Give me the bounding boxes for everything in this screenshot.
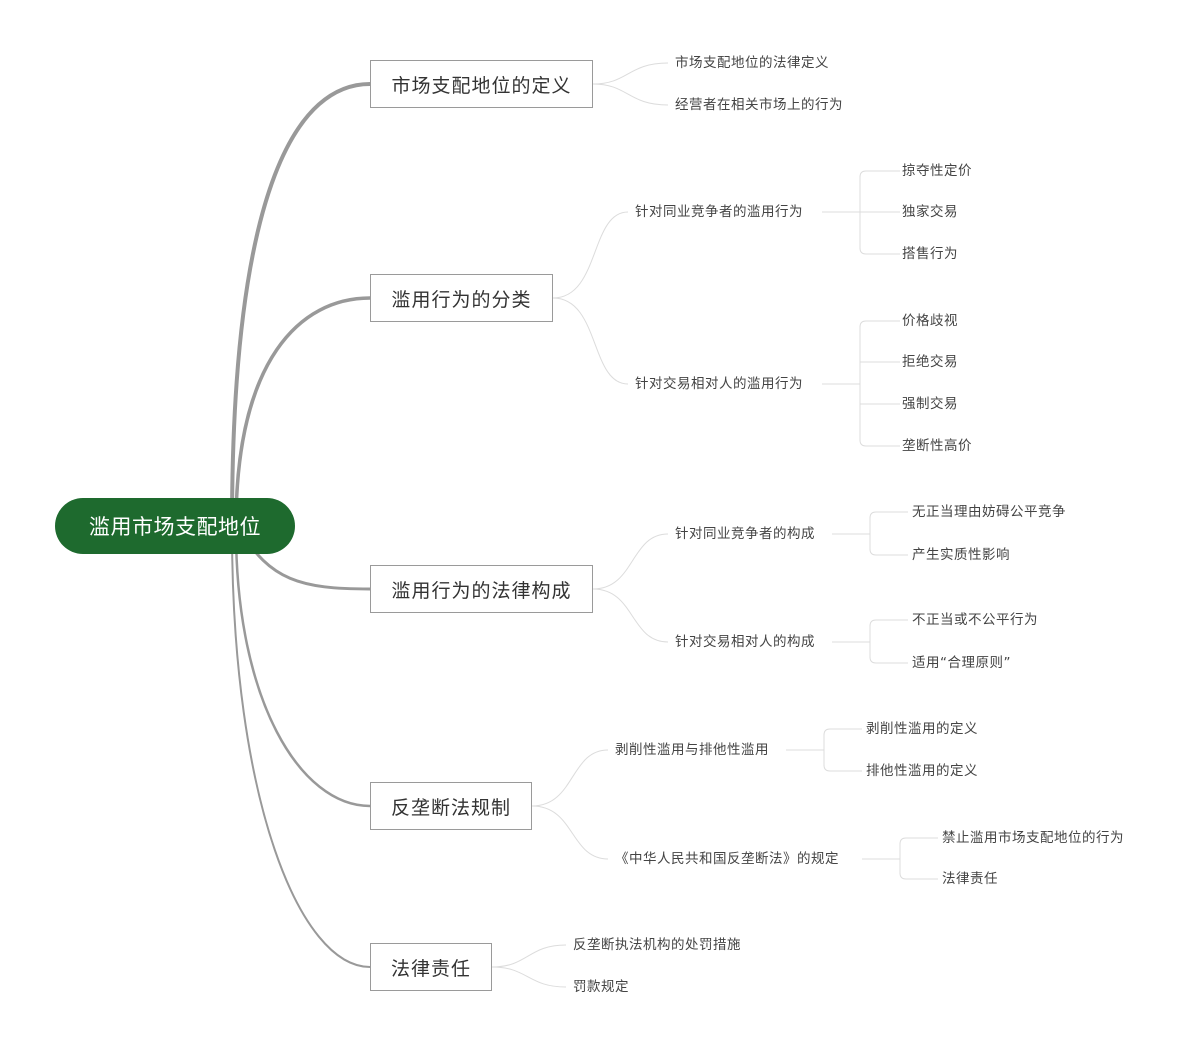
leaf-prohibited-conduct[interactable]: 禁止滥用市场支配地位的行为 [942,830,1124,846]
leaf-monopoly-high-price[interactable]: 垄断性高价 [902,438,972,454]
topic-antimonopoly-law-provisions[interactable]: 《中华人民共和国反垄断法》的规定 [615,851,839,867]
topic-abuse-vs-counterparties[interactable]: 针对交易相对人的滥用行为 [635,376,803,392]
branch-node-antimonopoly-regulation[interactable]: 反垄断法规制 [370,782,532,830]
topic-fine-provisions[interactable]: 罚款规定 [573,979,629,995]
topic-legal-definition[interactable]: 市场支配地位的法律定义 [675,55,829,71]
connector-b4-c0 [491,944,567,968]
bracket-b2-c0 [869,511,908,556]
bracket-b1-c1 [859,320,900,447]
bracket-b3-c0 [823,728,862,772]
branch-node-legal-liability[interactable]: 法律责任 [370,943,492,991]
branch-node-market-dominance-definition[interactable]: 市场支配地位的定义 [370,60,593,108]
connector-b3-c1 [531,805,609,860]
branch-node-abuse-classification[interactable]: 滥用行为的分类 [370,274,553,322]
bracket-b2-c1 [869,619,908,664]
leaf-exclusive-dealing[interactable]: 独家交易 [902,204,958,220]
leaf-unjustified-hindrance[interactable]: 无正当理由妨碍公平竞争 [912,504,1066,520]
topic-constitution-competitors[interactable]: 针对同业竞争者的构成 [675,526,815,542]
leaf-legal-liability[interactable]: 法律责任 [942,871,998,887]
branch-node-legal-constitution[interactable]: 滥用行为的法律构成 [370,565,593,613]
connector-b0-c1 [592,83,669,106]
connector-b1-c1 [552,297,629,385]
topic-operator-market-behavior[interactable]: 经营者在相关市场上的行为 [675,97,843,113]
bracket-b1-c0 [859,170,900,255]
leaf-refusal-to-deal[interactable]: 拒绝交易 [902,354,958,370]
leaf-exclusionary-definition[interactable]: 排他性滥用的定义 [866,763,978,779]
leaf-predatory-pricing[interactable]: 掠夺性定价 [902,163,972,179]
leaf-rule-of-reason[interactable]: 适用“合理原则” [912,655,1011,671]
connector-b0-c0 [592,62,669,85]
connector-b2-c0 [592,533,669,590]
topic-enforcement-penalties[interactable]: 反垄断执法机构的处罚措施 [573,937,741,953]
leaf-price-discrimination[interactable]: 价格歧视 [902,313,958,329]
leaf-unfair-conduct[interactable]: 不正当或不公平行为 [912,612,1038,628]
root-node[interactable]: 滥用市场支配地位 [55,498,295,554]
connector-root-branch-3 [234,529,371,808]
connector-root-branch-0 [230,82,371,527]
connector-root-branch-4 [231,529,371,968]
connector-root-branch-1 [234,296,371,527]
leaf-tying[interactable]: 搭售行为 [902,246,958,262]
leaf-forced-trading[interactable]: 强制交易 [902,396,958,412]
connector-b4-c1 [491,966,567,988]
topic-abuse-vs-competitors[interactable]: 针对同业竞争者的滥用行为 [635,204,803,220]
leaf-exploitative-definition[interactable]: 剥削性滥用的定义 [866,721,978,737]
topic-exploitative-exclusionary[interactable]: 剥削性滥用与排他性滥用 [615,742,769,758]
connector-b2-c1 [592,588,669,643]
bracket-b3-c1 [899,837,938,880]
topic-constitution-counterparties[interactable]: 针对交易相对人的构成 [675,634,815,650]
connector-b1-c0 [552,211,629,299]
connector-b3-c0 [531,749,609,807]
leaf-substantial-effect[interactable]: 产生实质性影响 [912,547,1010,563]
